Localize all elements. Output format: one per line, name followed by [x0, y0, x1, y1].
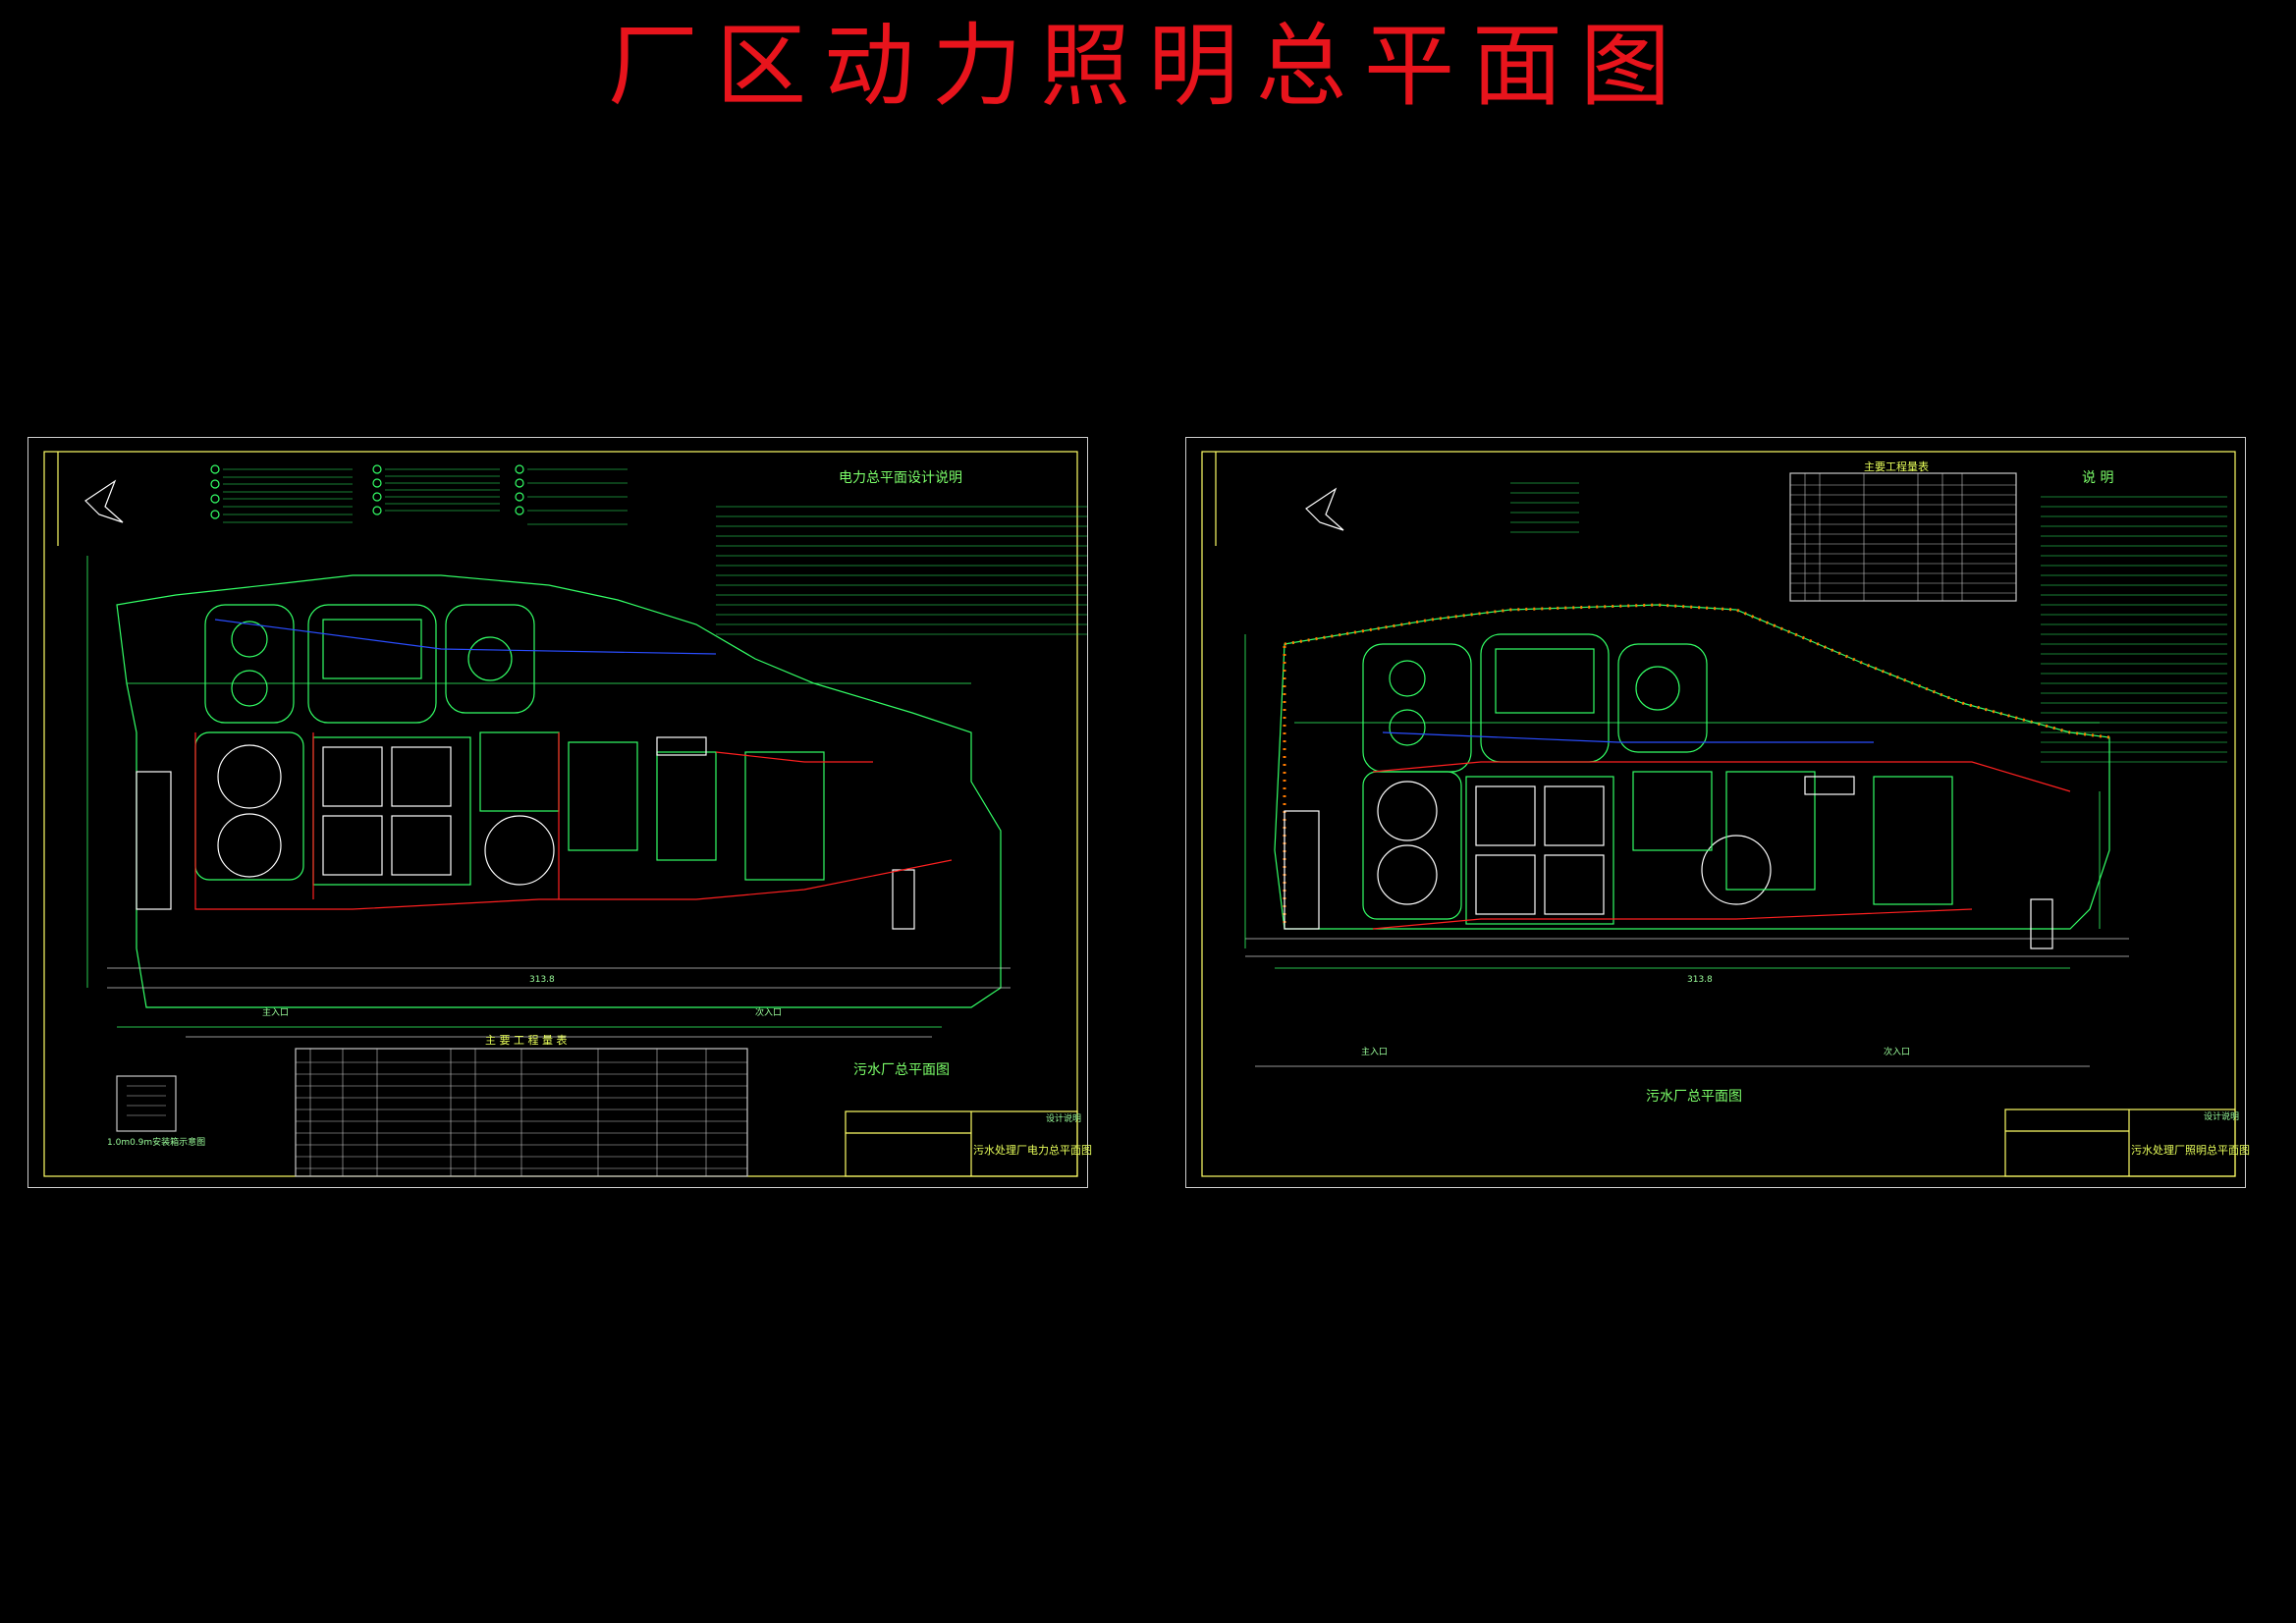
right-entrance-main: 主入口 — [1361, 1048, 1389, 1057]
left-title-block-small: 设计说明 — [1046, 1114, 1082, 1124]
left-notes-heading: 电力总平面设计说明 — [839, 470, 962, 486]
left-table-heading: 主 要 工 程 量 表 — [485, 1034, 568, 1047]
right-table-heading: 主要工程量表 — [1864, 460, 1929, 473]
right-notes-heading: 说 明 — [2082, 470, 2114, 486]
right-drawing-sheet[interactable]: 说 明 主要工程量表 污水厂总平面图 污水处理厂照明总平面图 设计说明 313.… — [1185, 437, 2250, 1188]
right-dim-width: 313.8 — [1687, 975, 1713, 985]
right-title-block-text: 污水处理厂照明总平面图 — [2131, 1144, 2250, 1157]
left-entrance-secondary: 次入口 — [755, 1008, 783, 1018]
left-plan-drawing — [43, 451, 1087, 1177]
drawing-title: 厂区动力照明总平面图 — [607, 14, 1688, 119]
right-title-block-small: 设计说明 — [2204, 1112, 2240, 1122]
right-plan-drawing — [1201, 451, 2236, 1177]
left-dim-width: 313.8 — [529, 975, 555, 985]
left-plan-name: 污水厂总平面图 — [853, 1062, 950, 1078]
left-title-block-text: 污水处理厂电力总平面图 — [973, 1144, 1092, 1157]
left-drawing-sheet[interactable]: 电力总平面设计说明 主 要 工 程 量 表 污水厂总平面图 污水处理厂电力总平面… — [27, 437, 1092, 1188]
right-entrance-secondary: 次入口 — [1884, 1048, 1911, 1057]
left-entrance-main: 主入口 — [262, 1008, 290, 1018]
right-plan-name: 污水厂总平面图 — [1646, 1089, 1742, 1105]
left-detail-caption: 1.0m0.9m安装箱示意图 — [107, 1138, 206, 1148]
